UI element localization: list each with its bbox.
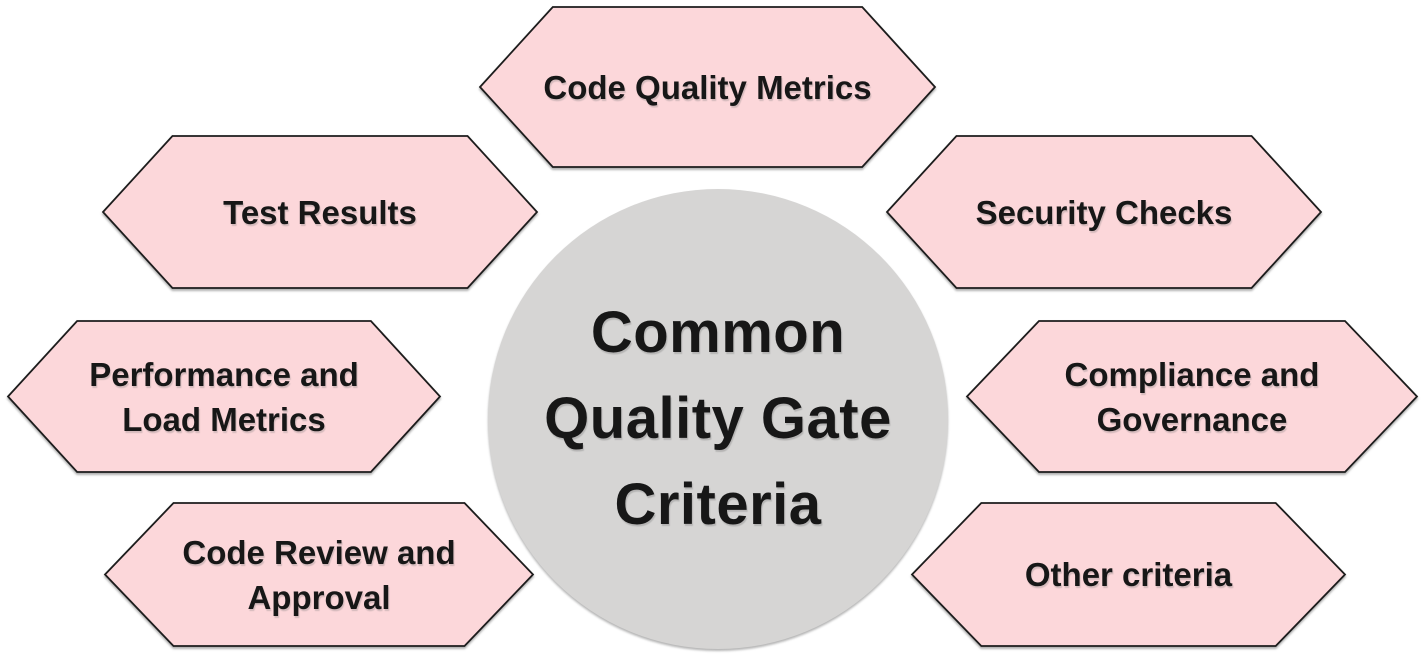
hexagon-test-results: Test Results [103, 136, 537, 288]
hexagon-label: Security Checks [975, 193, 1233, 231]
hexagon-outline [912, 503, 1345, 646]
hexagon-label: Code Review and Approval [182, 533, 456, 616]
hexagon-label: Code Quality Metrics [543, 68, 872, 106]
hexagon-label: Compliance and Governance [1064, 355, 1320, 438]
center-circle-label: Common Quality Gate Criteria [544, 300, 892, 537]
hexagon-label: Performance and Load Metrics [89, 355, 359, 438]
hexagon-outline [887, 136, 1321, 288]
hexagon-other-criteria: Other criteria [912, 503, 1345, 646]
hexagon-outline [103, 136, 537, 288]
hexagon-security-checks: Security Checks [887, 136, 1321, 288]
center-circle: Common Quality Gate Criteria [488, 189, 948, 649]
hexagon-label: Other criteria [1024, 556, 1233, 593]
hexagon-outline [8, 321, 440, 472]
hexagon-outline [480, 7, 935, 167]
hexagon-label: Test Results [223, 193, 417, 231]
hexagon-code-review-and-approval: Code Review and Approval [105, 503, 533, 646]
hexagon-performance-and-load-metrics: Performance and Load Metrics [8, 321, 440, 472]
hexagon-code-quality-metrics: Code Quality Metrics [480, 7, 935, 167]
hexagon-outline [105, 503, 533, 646]
hexagon-outline [967, 321, 1417, 472]
hexagon-compliance-and-governance: Compliance and Governance [967, 321, 1417, 472]
